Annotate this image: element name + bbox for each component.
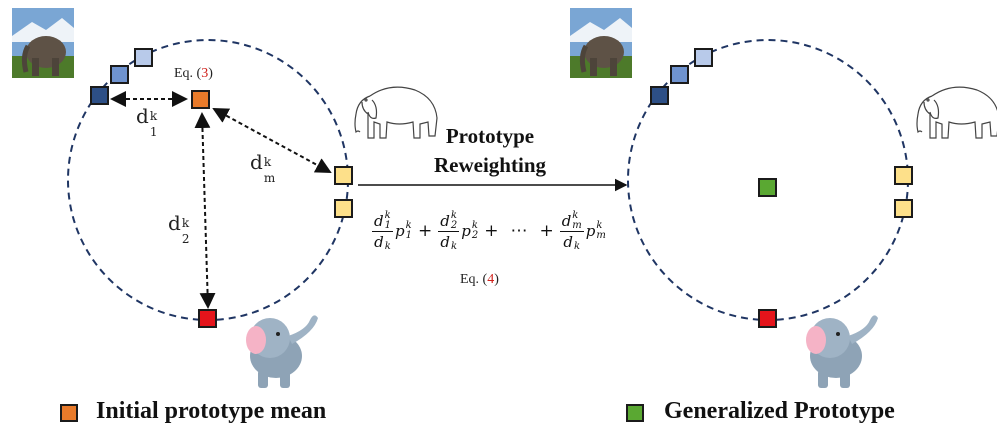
generalized-prototype-square [758, 178, 777, 197]
eq4-label: Eq. (4) [460, 272, 499, 287]
prototype-square-red-right [758, 309, 777, 328]
fraction-denominator: d k [374, 232, 391, 252]
legend-initial-swatch [60, 404, 78, 422]
prototype-square-blue-mid-right [670, 65, 689, 84]
legend-generalized-label: Generalized Prototype [664, 398, 895, 424]
prototype-square-yellow-1 [334, 166, 353, 185]
eq3-label: Eq. (3) [174, 66, 213, 81]
photo-elephant-left [12, 8, 74, 78]
fraction-denominator: d k [440, 232, 458, 252]
distance-arrow-d2 [194, 112, 216, 309]
prototype-square-blue-dark [90, 86, 109, 105]
prototype-square-blue-light-right [694, 48, 713, 67]
plus-operator: + [484, 221, 499, 241]
prototype-square-blue-dark-right [650, 86, 669, 105]
ellipsis: ⋯ [510, 221, 528, 241]
sketch-elephant-left [354, 86, 438, 139]
cartoon-elephant-right [806, 315, 878, 388]
distance-arrow-dm [212, 108, 332, 173]
prototype-square-red [198, 309, 217, 328]
plus-operator: + [417, 221, 433, 241]
prototype-square-yellow-2-right [894, 199, 913, 218]
prototype-square-blue-light [134, 48, 153, 67]
prototype-square-yellow-1-right [894, 166, 913, 185]
photo-elephant-right [570, 8, 632, 78]
arrow-title: Prototype Reweighting [434, 124, 546, 177]
initial-prototype-mean-square [191, 90, 210, 109]
fraction-denominator: d k [563, 232, 581, 252]
plus-operator: + [539, 221, 554, 241]
prototype-square-blue-mid [110, 65, 129, 84]
cartoon-elephant-left [246, 315, 318, 388]
legend-initial-label: Initial prototype mean [96, 398, 327, 424]
prototype-square-yellow-2 [334, 199, 353, 218]
sketch-elephant-right [916, 86, 997, 139]
legend-generalized-swatch [626, 404, 644, 422]
